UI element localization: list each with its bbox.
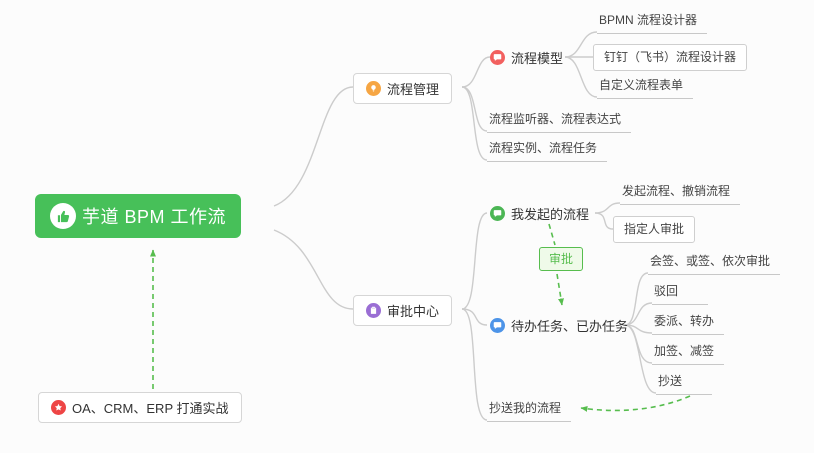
node-process-management[interactable]: 流程管理 bbox=[353, 73, 453, 104]
root-node[interactable]: 芋道 BPM 工作流 bbox=[35, 194, 242, 238]
message-icon bbox=[490, 318, 505, 333]
approval-badge[interactable]: 审批 bbox=[539, 247, 584, 271]
node-label: 发起流程、撤销流程 bbox=[622, 184, 731, 198]
message-icon bbox=[490, 206, 505, 221]
node-assignee-approval[interactable]: 指定人审批 bbox=[613, 216, 696, 243]
node-label: 流程模型 bbox=[511, 51, 564, 66]
message-icon bbox=[490, 50, 505, 65]
node-label: 审批中心 bbox=[387, 304, 440, 319]
node-label: 驳回 bbox=[654, 284, 679, 298]
node-process-model[interactable]: 流程模型 bbox=[490, 48, 563, 67]
node-my-initiated[interactable]: 我发起的流程 bbox=[490, 204, 589, 223]
node-approval-center[interactable]: 审批中心 bbox=[353, 295, 453, 326]
node-cc[interactable]: 抄送 bbox=[656, 374, 713, 395]
node-label: 自定义流程表单 bbox=[599, 78, 684, 92]
node-label: 委派、转办 bbox=[654, 314, 715, 328]
node-todo-done-tasks[interactable]: 待办任务、已办任务 bbox=[490, 316, 628, 335]
node-label: BPMN 流程设计器 bbox=[599, 13, 698, 27]
node-instance-task[interactable]: 流程实例、流程任务 bbox=[487, 141, 608, 162]
node-label: 钉钉（飞书）流程设计器 bbox=[604, 50, 737, 64]
node-label: 流程管理 bbox=[387, 82, 440, 97]
badge-label: 审批 bbox=[549, 252, 574, 266]
node-label: 会签、或签、依次审批 bbox=[650, 254, 771, 268]
node-label: 指定人审批 bbox=[624, 222, 685, 236]
root-label: 芋道 BPM 工作流 bbox=[82, 207, 227, 227]
node-label: 抄送 bbox=[658, 374, 683, 388]
node-label: OA、CRM、ERP 打通实战 bbox=[72, 401, 229, 416]
node-countersign[interactable]: 会签、或签、依次审批 bbox=[648, 254, 781, 275]
node-oa-crm-erp[interactable]: OA、CRM、ERP 打通实战 bbox=[38, 392, 242, 423]
thumbs-up-icon bbox=[50, 203, 76, 229]
node-add-reduce-sign[interactable]: 加签、减签 bbox=[652, 344, 725, 365]
node-label: 抄送我的流程 bbox=[489, 401, 562, 415]
node-delegate-transfer[interactable]: 委派、转办 bbox=[652, 314, 725, 335]
node-custom-form[interactable]: 自定义流程表单 bbox=[597, 78, 694, 99]
node-listener-expression[interactable]: 流程监听器、流程表达式 bbox=[487, 112, 632, 133]
node-label: 待办任务、已办任务 bbox=[511, 319, 629, 334]
node-label: 我发起的流程 bbox=[511, 207, 590, 222]
green-dashed-arrows bbox=[150, 223, 691, 412]
node-dingtalk-designer[interactable]: 钉钉（飞书）流程设计器 bbox=[593, 44, 748, 71]
lightbulb-icon bbox=[366, 81, 381, 96]
node-label: 流程实例、流程任务 bbox=[489, 141, 598, 155]
gray-connectors bbox=[273, 31, 657, 421]
node-label: 加签、减签 bbox=[654, 344, 715, 358]
node-reject[interactable]: 驳回 bbox=[652, 284, 709, 305]
node-initiate-cancel[interactable]: 发起流程、撤销流程 bbox=[620, 184, 741, 205]
node-cc-my-process[interactable]: 抄送我的流程 bbox=[487, 401, 572, 422]
star-icon bbox=[51, 400, 66, 415]
clipboard-icon bbox=[366, 303, 381, 318]
node-bpmn-designer[interactable]: BPMN 流程设计器 bbox=[597, 13, 708, 34]
node-label: 流程监听器、流程表达式 bbox=[489, 112, 622, 126]
